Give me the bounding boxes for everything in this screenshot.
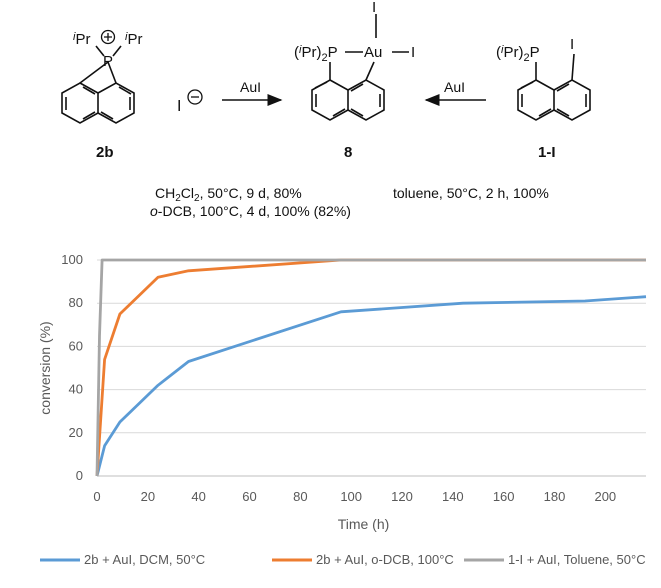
naphthalene-ring-2b xyxy=(61,45,135,124)
series-line-1 xyxy=(95,295,647,477)
series-line-3 xyxy=(95,258,646,477)
reagent-label-left: AuI xyxy=(240,79,261,95)
gold-atom: Au xyxy=(364,44,382,61)
legend-label-3: 1-I + AuI, Toluene, 50°C xyxy=(508,552,646,567)
compound-label-8: 8 xyxy=(344,144,352,161)
legend-label-2: 2b + AuI, o-DCB, 100°C xyxy=(316,552,454,567)
reaction-arrow-left: AuI xyxy=(222,79,283,106)
compound-label-1-i: 1-I xyxy=(538,144,556,161)
x-tick-label: 100 xyxy=(340,489,362,504)
x-tick-label: 60 xyxy=(242,489,256,504)
x-tick-label: 80 xyxy=(293,489,307,504)
y-tick-label: 40 xyxy=(69,382,83,397)
y-tick-label: 80 xyxy=(69,295,83,310)
compound-1-i: (iPr)2P I 1-I xyxy=(496,36,591,161)
x-tick-label: 0 xyxy=(93,489,100,504)
compound-label-2b: 2b xyxy=(96,144,114,161)
compound-8: (iPr)2P Au I I 8 xyxy=(294,0,415,161)
phosphonium-p: P xyxy=(103,53,113,70)
y-tick-label: 0 xyxy=(76,468,83,483)
iodide-top-8: I xyxy=(372,0,376,16)
conditions-left-line2: o-DCB, 100°C, 4 d, 100% (82%) xyxy=(150,203,351,219)
ipr-left-2b: iPr xyxy=(73,31,90,48)
y-axis-label: conversion (%) xyxy=(37,321,53,414)
y-tick-label: 100 xyxy=(61,252,83,267)
x-tick-label: 160 xyxy=(493,489,515,504)
ipr-right-2b: iPr xyxy=(125,31,142,48)
y-tick-label: 20 xyxy=(69,425,83,440)
series-lines xyxy=(95,258,647,477)
iodide-counterion: I xyxy=(177,98,181,115)
x-tick-label: 200 xyxy=(594,489,616,504)
grid-lines xyxy=(97,259,646,434)
x-tick-label: 40 xyxy=(191,489,205,504)
compound-2b: P iPr iPr I 2b xyxy=(61,29,203,161)
x-tick-label: 120 xyxy=(391,489,413,504)
iodide-1-i: I xyxy=(570,36,574,53)
x-tick-label: 140 xyxy=(442,489,464,504)
reagent-label-right: AuI xyxy=(444,79,465,95)
conditions-right: toluene, 50°C, 2 h, 100% xyxy=(393,185,549,201)
negative-charge-icon xyxy=(187,89,203,105)
reaction-arrow-right: AuI xyxy=(424,79,486,106)
naphthalene-ring-1-i xyxy=(517,53,591,121)
phosphine-group-8: (iPr)2P xyxy=(294,44,338,64)
naphthalene-ring-8 xyxy=(311,14,409,121)
x-axis-label: Time (h) xyxy=(338,516,390,532)
iodide-right-8: I xyxy=(411,44,415,61)
y-tick-label: 60 xyxy=(69,338,83,353)
phosphine-group-1-i: (iPr)2P xyxy=(496,44,540,64)
legend-label-1: 2b + AuI, DCM, 50°C xyxy=(84,552,205,567)
tick-labels: 0 20 40 60 80 100 0 20 40 60 80 100 120 140 160 180 200 xyxy=(61,252,616,504)
x-tick-label: 180 xyxy=(544,489,566,504)
reaction-scheme: P iPr iPr I 2b AuI xyxy=(61,0,591,219)
x-tick-label: 20 xyxy=(141,489,155,504)
conditions-left-line1: CH2Cl2, 50°C, 9 d, 80% xyxy=(155,185,302,204)
legend: 2b + AuI, DCM, 50°C 2b + AuI, o-DCB, 100°… xyxy=(40,552,646,567)
positive-charge-icon xyxy=(100,29,116,45)
